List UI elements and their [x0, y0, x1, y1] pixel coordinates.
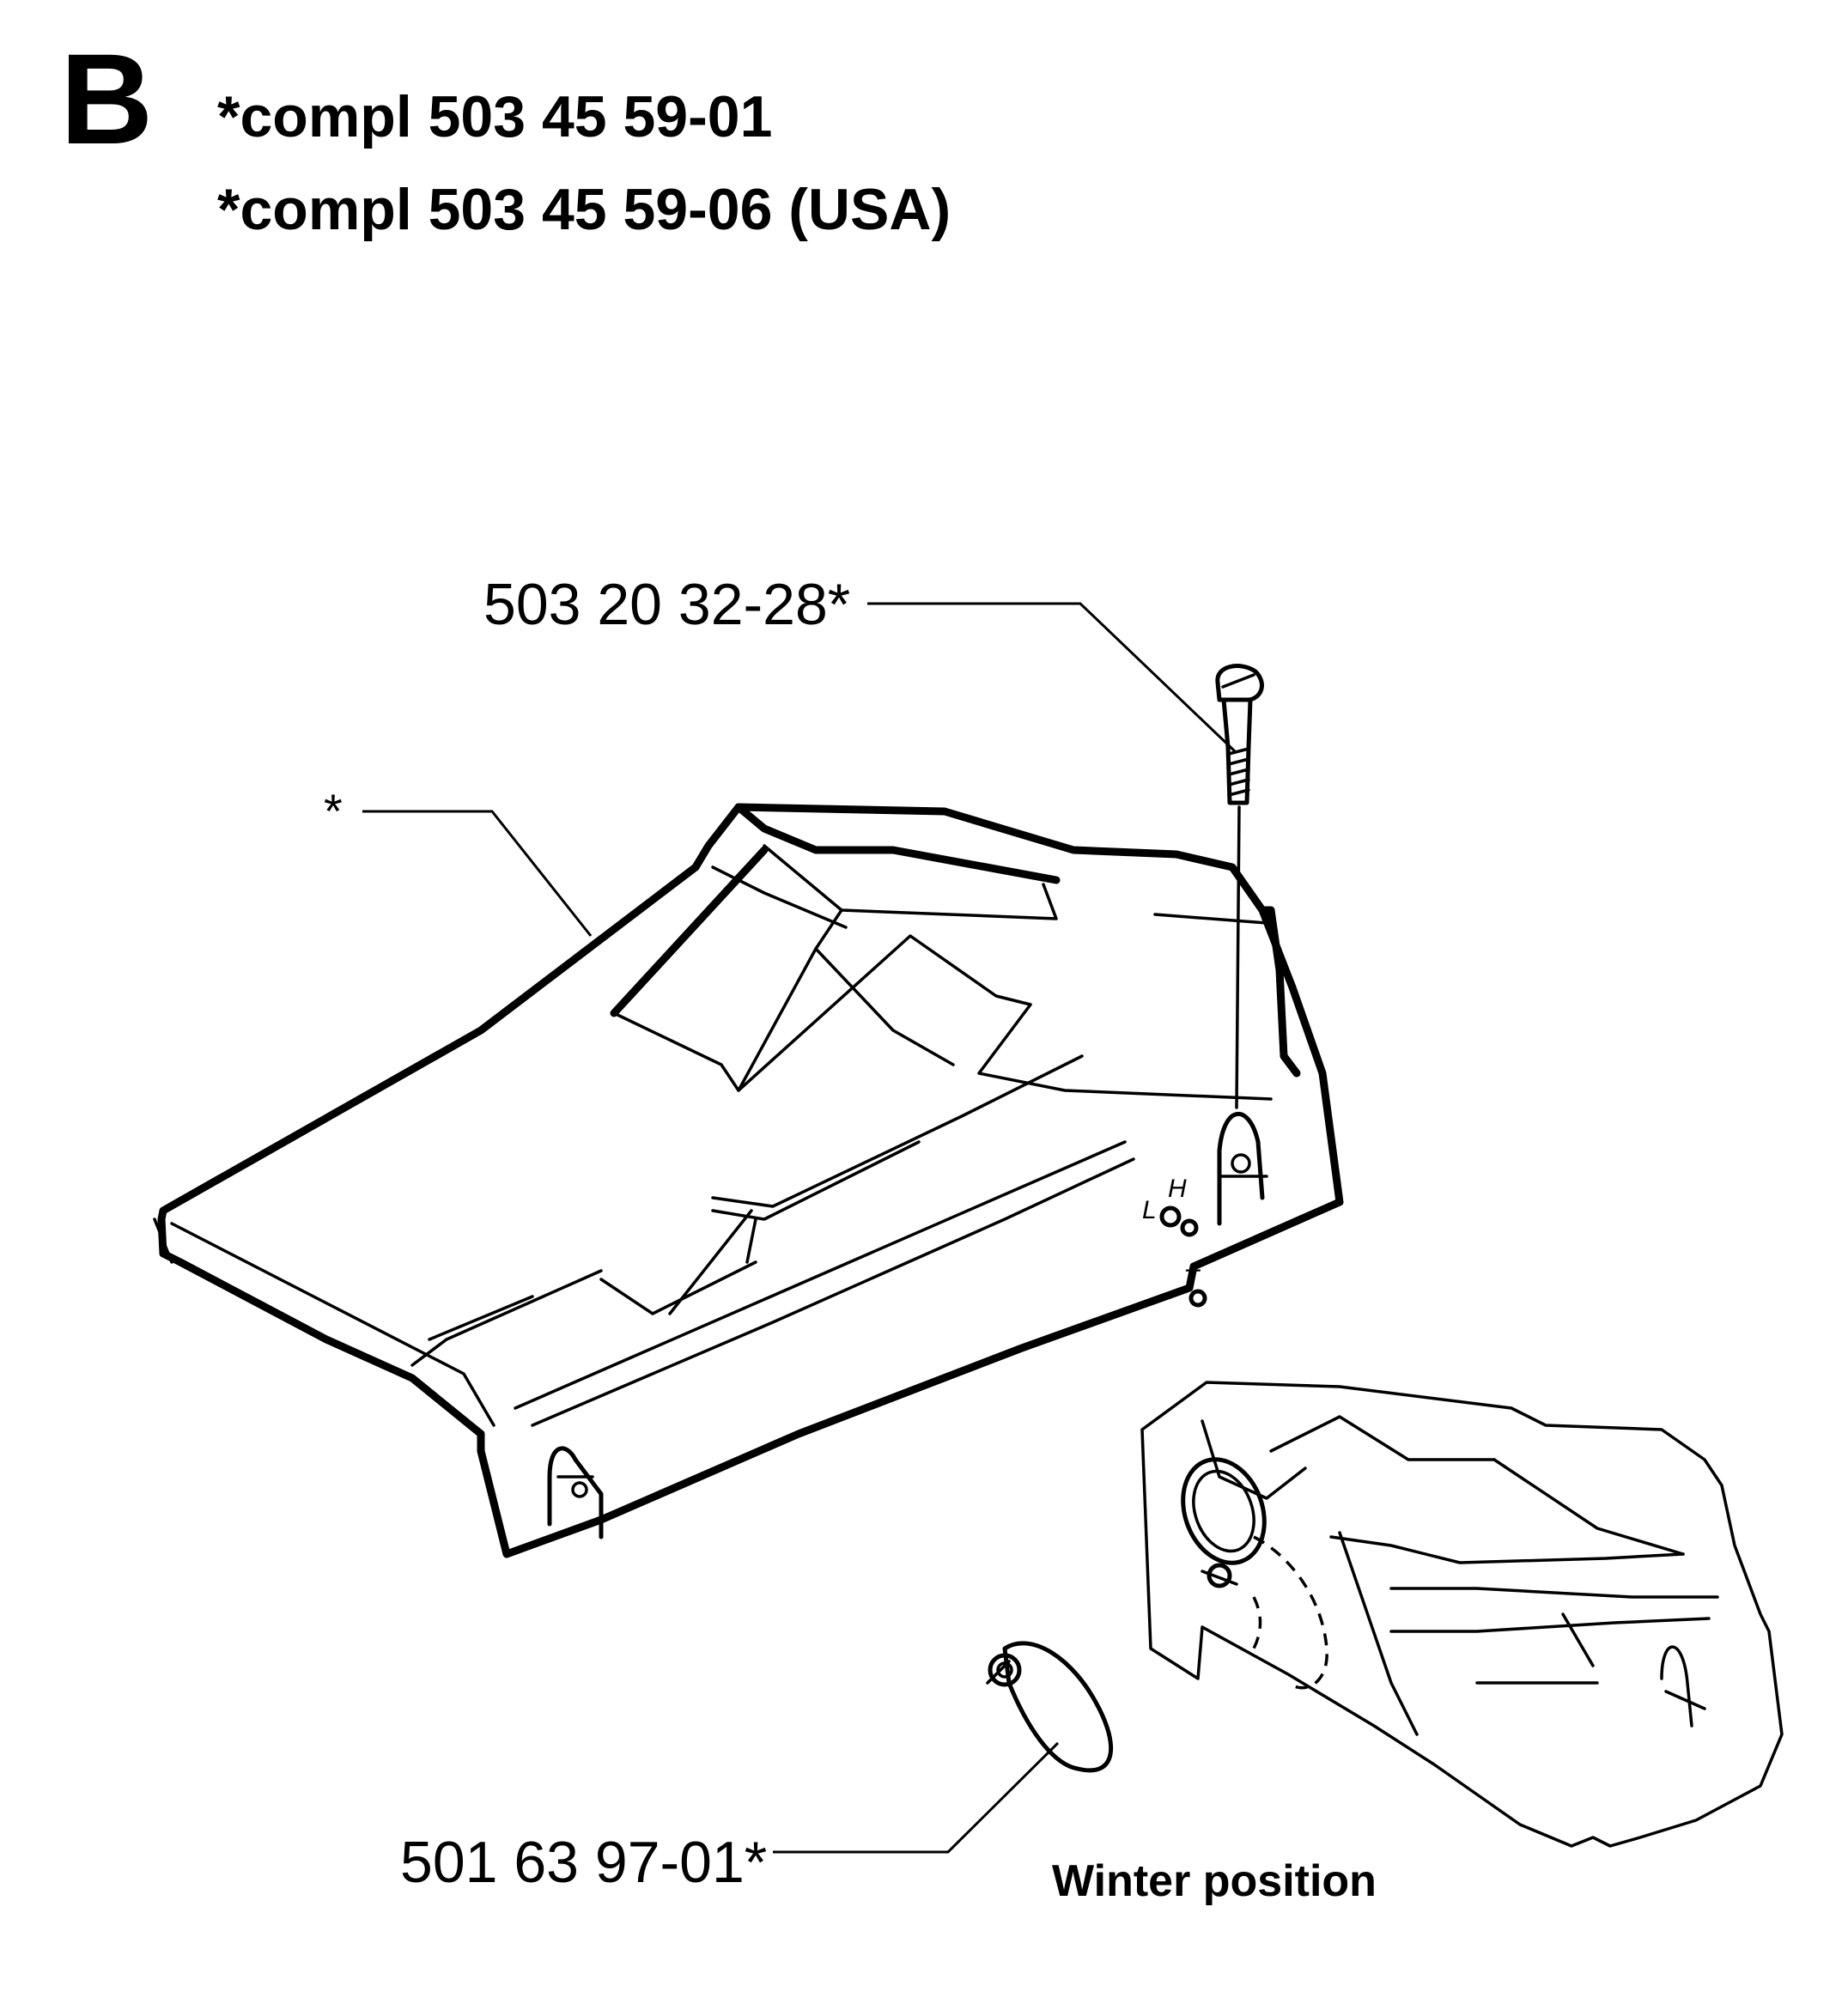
leader-cap: [773, 1741, 1060, 1854]
callout-cap: 501 63 97-01*: [400, 1830, 768, 1895]
cover-part: [153, 803, 1344, 1558]
screw-part: [1215, 664, 1264, 1109]
winter-position-assembly: [1140, 1381, 1784, 1848]
marking-high: H: [1168, 1175, 1187, 1203]
part-number-compl-usa: *compl 503 45 59-06 (USA): [217, 177, 951, 242]
section-letter: B: [60, 27, 153, 171]
callout-cover-star: *: [324, 784, 343, 838]
callout-screw: 503 20 32-28*: [483, 572, 851, 637]
leader-screw: [867, 602, 1237, 753]
leader-cover: [362, 810, 593, 937]
marking-t: T: [1183, 1265, 1200, 1293]
marking-low: L: [1142, 1196, 1157, 1224]
cap-part: [986, 1641, 1114, 1773]
part-number-compl-standard: *compl 503 45 59-01: [217, 84, 773, 149]
caption-winter-position: Winter position: [1052, 1856, 1377, 1906]
leader-lines: [362, 602, 1237, 1854]
